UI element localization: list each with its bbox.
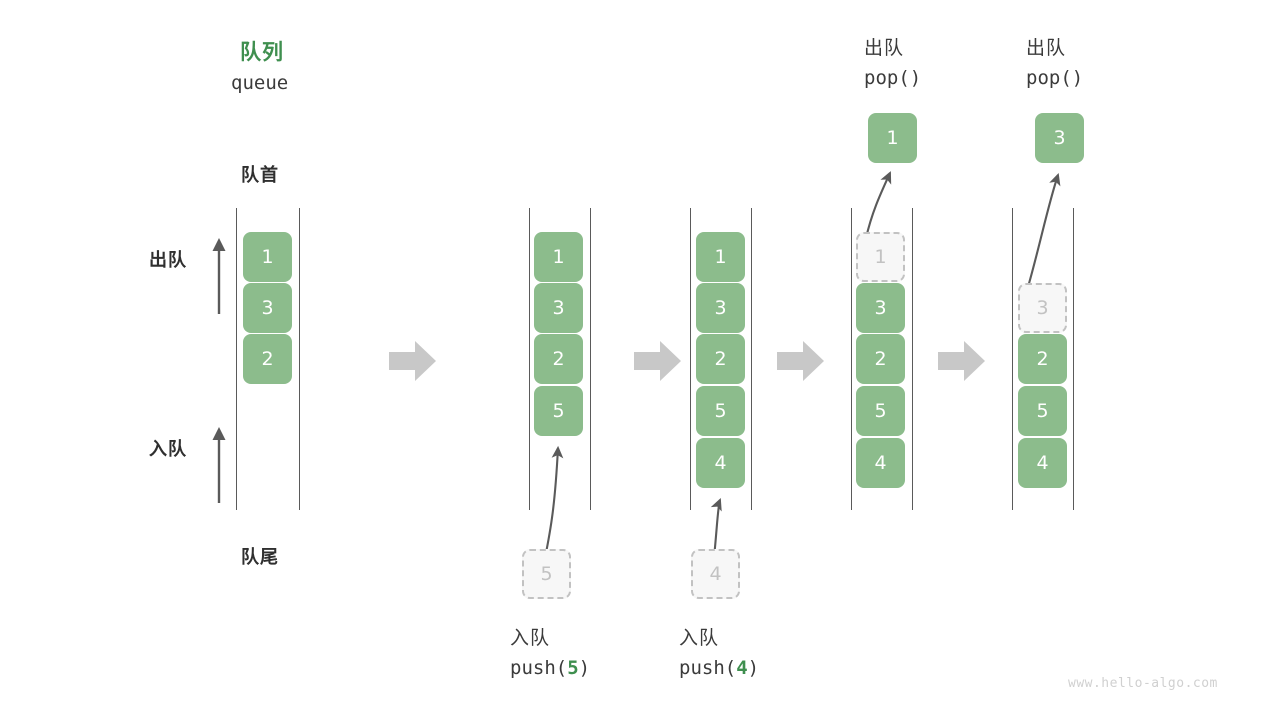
- push-code-suffix: ): [578, 657, 591, 679]
- queue-cell: 3: [243, 283, 292, 333]
- queue-cell: 2: [243, 334, 292, 384]
- popped-element: 3: [1035, 113, 1084, 163]
- queue-cell: 3: [534, 283, 583, 333]
- watermark: www.hello-algo.com: [1068, 676, 1218, 691]
- pop-caption-code: pop(): [864, 67, 922, 89]
- flow-arrow-icon: [389, 341, 436, 381]
- push-caption-code: push(5): [510, 657, 590, 679]
- dequeue-label: 出队: [149, 250, 187, 271]
- queue-cell: 5: [1018, 386, 1067, 436]
- queue-cell: 5: [534, 386, 583, 436]
- queue-cell: 1: [696, 232, 745, 282]
- push-code-suffix: ): [747, 657, 760, 679]
- queue-cell-removed: 1: [856, 232, 905, 282]
- queue-rail-right-4: [912, 208, 913, 510]
- queue-cell: 5: [696, 386, 745, 436]
- queue-cell: 2: [856, 334, 905, 384]
- queue-rail-left-2: [529, 208, 530, 510]
- queue-cell: 1: [243, 232, 292, 282]
- queue-rail-left-4: [851, 208, 852, 510]
- dequeue-direction-arrow: [212, 238, 226, 314]
- push-code-arg: 4: [736, 657, 748, 679]
- push-caption-cn: 入队: [679, 627, 720, 649]
- push-code-arg: 5: [567, 657, 579, 679]
- queue-cell: 3: [856, 283, 905, 333]
- enqueue-label: 入队: [149, 439, 187, 460]
- queue-cell: 2: [696, 334, 745, 384]
- queue-cell: 4: [856, 438, 905, 488]
- queue-rail-left-5: [1012, 208, 1013, 510]
- queue-rail-right-5: [1073, 208, 1074, 510]
- push-caption-cn: 入队: [510, 627, 551, 649]
- flow-arrow-icon: [938, 341, 985, 381]
- queue-cell: 5: [856, 386, 905, 436]
- pop-caption-cn: 出队: [1026, 37, 1067, 59]
- rear-label: 队尾: [241, 547, 279, 568]
- queue-title-en: queue: [231, 72, 289, 94]
- queue-cell: 4: [696, 438, 745, 488]
- incoming-element-ghost: 5: [522, 549, 571, 599]
- push-caption-code: push(4): [679, 657, 759, 679]
- queue-cell: 4: [1018, 438, 1067, 488]
- queue-cell-removed: 3: [1018, 283, 1067, 333]
- queue-rail-left-3: [690, 208, 691, 510]
- enqueue-direction-arrow: [212, 427, 226, 503]
- queue-title-cn: 队列: [240, 40, 284, 64]
- queue-cell: 2: [534, 334, 583, 384]
- queue-cell: 1: [534, 232, 583, 282]
- queue-rail-right-2: [590, 208, 591, 510]
- push-code-prefix: push(: [679, 657, 737, 679]
- queue-rail-right-3: [751, 208, 752, 510]
- queue-rail-right-1: [299, 208, 300, 510]
- push-code-prefix: push(: [510, 657, 568, 679]
- queue-cell: 3: [696, 283, 745, 333]
- pop-caption-cn: 出队: [864, 37, 905, 59]
- queue-cell: 2: [1018, 334, 1067, 384]
- popped-element: 1: [868, 113, 917, 163]
- front-label: 队首: [241, 165, 279, 186]
- queue-rail-left-1: [236, 208, 237, 510]
- incoming-element-ghost: 4: [691, 549, 740, 599]
- flow-arrow-icon: [777, 341, 824, 381]
- flow-arrow-icon: [634, 341, 681, 381]
- pop-caption-code: pop(): [1026, 67, 1084, 89]
